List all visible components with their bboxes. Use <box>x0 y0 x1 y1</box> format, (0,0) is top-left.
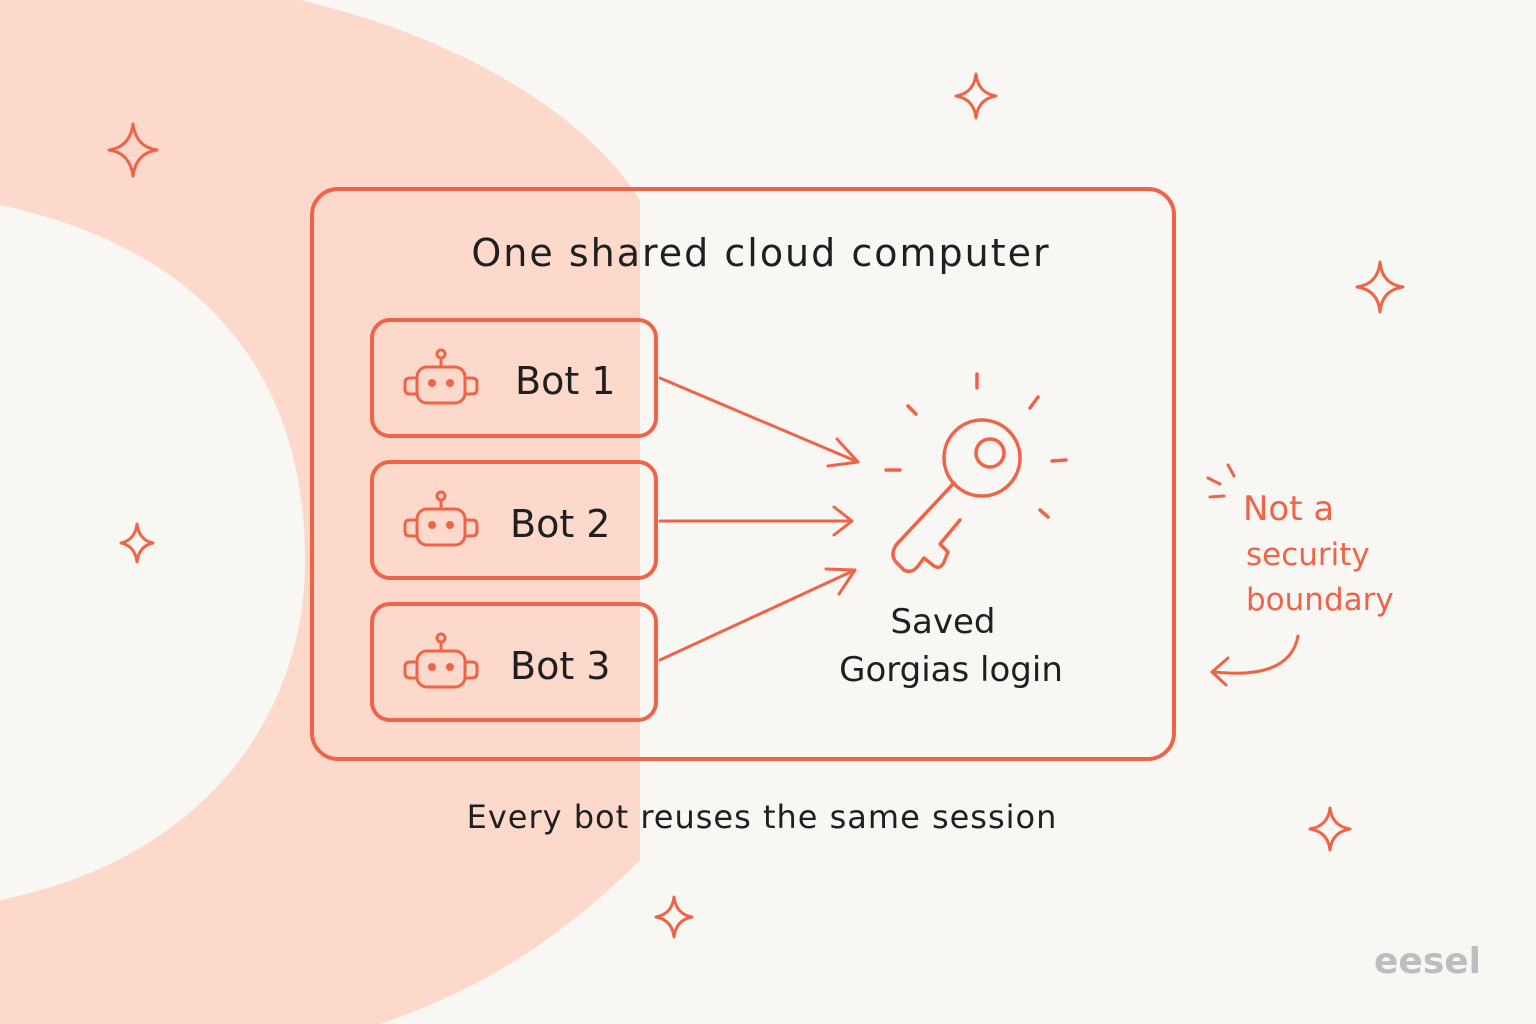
bot-box: Bot 2 <box>370 460 658 580</box>
key-label: Saved <box>890 602 995 642</box>
bot-label: Bot 2 <box>510 502 610 546</box>
side-note-text: boundary <box>1246 582 1394 618</box>
arrow-icon <box>658 567 857 662</box>
bot-label: Bot 1 <box>515 359 615 403</box>
brand-logo: eesel <box>1374 941 1481 982</box>
sparkle-icon <box>107 122 159 178</box>
bot-box: Bot 3 <box>370 602 658 722</box>
background-blob <box>0 0 640 1024</box>
arrow-icon <box>658 376 860 468</box>
key-icon <box>884 372 1068 574</box>
robot-icon <box>403 632 479 689</box>
side-note-text: security <box>1246 537 1370 573</box>
bot-label: Bot 3 <box>510 644 610 688</box>
shared-computer-box <box>310 187 1176 761</box>
sparkle-icon <box>954 72 998 120</box>
sparkle-icon <box>1355 260 1405 314</box>
sparkle-icon <box>1308 806 1352 852</box>
robot-icon <box>403 490 479 547</box>
arrow-icon <box>1210 634 1300 687</box>
diagram-title: One shared cloud computer <box>471 231 1050 275</box>
sparkle-icon <box>654 895 694 939</box>
sparkle-icon <box>119 522 155 564</box>
bot-box: Bot 1 <box>370 318 658 438</box>
diagram-caption: Every bot reuses the same session <box>467 798 1058 836</box>
robot-icon <box>403 348 479 405</box>
side-note: Not a security boundary <box>1206 463 1394 687</box>
key-label: Gorgias login <box>839 650 1063 690</box>
arrow-icon <box>658 505 854 537</box>
side-note-text: Not a <box>1243 489 1334 529</box>
